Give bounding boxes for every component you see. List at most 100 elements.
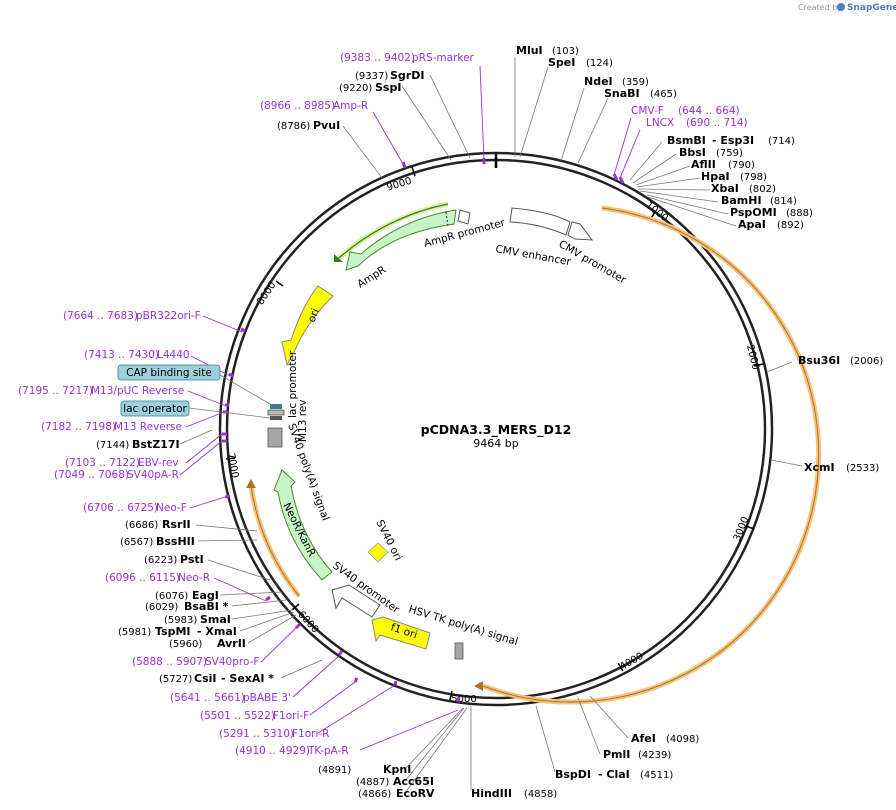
f1-ori-arrow [371,616,431,650]
primer-pos: (5501 .. 5522) [200,710,275,722]
lac-operator-label: lac operator [123,403,187,415]
site-name[interactable]: PstI [180,553,204,566]
lac-promoter-label: lac promoter [287,350,299,418]
tick-5000: 5000 [451,694,476,705]
m13-rev-mark [267,409,285,416]
site-name[interactable]: PspOMI [730,206,777,219]
primer-pos: (7664 .. 7683) [63,310,138,322]
site-name[interactable]: XbaI [711,182,739,195]
primer-name[interactable]: M13 Reverse [114,421,182,433]
site-name[interactable]: KpnI [383,763,411,776]
orf-arrowhead-icon [474,681,483,691]
site-pos: (4098) [666,734,699,745]
primer-name[interactable]: L4440 [157,349,190,361]
primer-name[interactable]: EBV-rev [138,457,179,469]
primer-name[interactable]: pBABE 3' [243,692,291,704]
site-name[interactable]: BsaBI * [184,600,229,613]
lac-operator[interactable]: lac operator [120,400,190,417]
site-name[interactable]: RsrII [162,518,191,531]
site-name[interactable]: CsiI [194,672,216,685]
site-pos: (892) [777,220,804,231]
site-name[interactable]: Acc65I [393,775,434,788]
site-name[interactable]: AflII [691,158,716,171]
tick-7000-mark [225,457,236,460]
tick-7000: 7000 [225,452,240,479]
site-name[interactable]: ApaI [738,218,766,231]
site-pos: (4239) [638,750,671,761]
ori-arrow [281,285,334,367]
primer-name[interactable]: SV40pro-F [205,656,259,668]
site-name[interactable]: BbsI [679,146,706,159]
cap-binding-site[interactable]: CAP binding site [117,364,221,381]
primer-name[interactable]: F1ori-R [292,728,329,740]
site-pos: (802) [749,184,776,195]
primer-name[interactable]: CMV-F [631,105,664,117]
site-pos: (5983) [164,615,197,626]
sv40-promoter-arrow [331,584,381,618]
site-pos: (6686) [125,520,158,531]
site-pos: (103) [552,46,579,57]
primer-name[interactable]: TK-pA-R [307,745,349,757]
primer-name[interactable]: pRS-marker [412,52,475,64]
cap-binding-site-label: CAP binding site [126,367,212,379]
primer-name[interactable]: M13/pUC Reverse [91,385,184,397]
tick-3000-mark [745,525,755,530]
credit-prefix: Created by [798,3,842,12]
site-name[interactable]: PmlI [603,748,630,761]
feature-arrows [267,207,594,660]
primer-pos: (6706 .. 6725) [83,502,158,514]
site-name[interactable]: BssHII [156,535,195,548]
neor-arrow [273,469,333,581]
tick-9000-mark [411,166,416,177]
site-pos: (6076) [155,591,188,602]
site-name[interactable]: NdeI [584,75,613,88]
lac-operator-mark [270,416,282,420]
site-name[interactable]: SpeI [548,56,575,69]
site-name[interactable]: BspDI [555,768,591,781]
tick-5000-mark [449,690,453,701]
primer-name[interactable]: SV40pA-R [127,469,179,481]
site-name[interactable]: BstZ17I [132,438,180,451]
site-pos: (5981) [118,627,151,638]
primer-name[interactable]: pBR322ori-F [136,310,201,322]
primer-pos: (7195 .. 7217) [18,385,93,397]
site-pos: (4858) [524,789,557,800]
site-name[interactable]: PvuI [313,119,340,132]
lac-promoter-mark [270,404,282,409]
tick-9000: 9000 [385,176,413,194]
site-name[interactable]: HpaI [701,170,730,183]
site-name[interactable]: Bsu36I [798,354,840,367]
primer-name[interactable]: Neo-R [178,572,210,584]
site-name[interactable]: AfeI [631,732,656,745]
primer-leader-lines [179,65,641,751]
site-name[interactable]: EagI [192,589,219,602]
site-name[interactable]: TspMI [155,625,191,638]
lac-leader-line [188,407,271,419]
site-name[interactable]: AvrII [217,637,246,650]
ori-label: ori [306,307,322,324]
primer-name[interactable]: Neo-F [156,502,187,514]
site-name-suffix: - XmaI [197,625,237,638]
site-name[interactable]: SmaI [200,613,231,626]
site-pos: (6223) [144,555,177,566]
site-name[interactable]: MluI [516,44,543,57]
primer-name[interactable]: Amp-R [333,100,368,112]
site-name[interactable]: EcoRV [396,787,435,800]
site-name-suffix: - Esp3I [712,134,754,147]
site-name-suffix: - ClaI [598,768,630,781]
cmv-enhancer-arrow [509,207,571,236]
site-name[interactable]: BamHI [721,194,762,207]
site-name[interactable]: SspI [375,81,401,94]
primer-pos: (5291 .. 5310) [219,728,294,740]
site-name[interactable]: XcmI [804,461,835,474]
primer-name[interactable]: LNCX [646,117,674,129]
site-pos: (714) [768,136,795,147]
primer-name[interactable]: F1ori-F [273,710,309,722]
site-name[interactable]: HindIII [471,787,512,800]
site-name[interactable]: SgrDI [390,69,424,82]
site-name[interactable]: BsmBI [667,134,706,147]
site-pos: (9220) [339,83,372,94]
site-pos: (4891) [318,765,351,776]
site-name[interactable]: SnaBI [604,87,640,100]
primer-pos: (7413 .. 7430) [84,349,159,361]
